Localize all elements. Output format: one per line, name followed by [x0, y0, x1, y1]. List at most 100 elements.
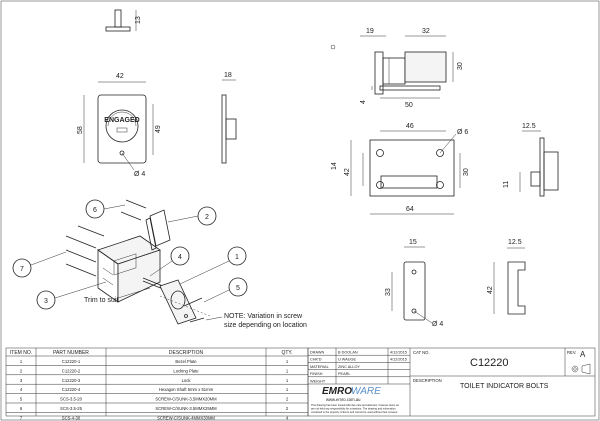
note-line-2: size depending on location	[224, 322, 307, 329]
bom-cell: 7	[20, 415, 23, 420]
bom-cell: 4	[20, 387, 23, 392]
dim-30-lock: 30	[463, 168, 470, 176]
balloon-2: 2	[167, 206, 217, 226]
drawing-title: TOILET INDICATOR BOLTS	[460, 383, 549, 390]
bom-cell: SCS-4-30	[62, 415, 81, 420]
assembly-bezel	[159, 279, 197, 325]
bom-cell: Hexagon Shaft 5mm x 51mm	[159, 387, 214, 392]
balloon-4: 4	[149, 246, 190, 277]
dim-15: 15	[409, 239, 417, 246]
bezel-window	[105, 109, 139, 143]
bom-cell: Locking Plate	[173, 368, 199, 373]
view-lock-front: 46 Ø 6 42 14 30 64	[331, 123, 470, 215]
title-block-meta: B DOOLAN	[338, 351, 358, 355]
bezel-plate	[97, 94, 147, 164]
svg-text:EMRO: EMRO	[322, 386, 352, 397]
bom-cell: 1	[286, 387, 289, 392]
rev-value: A	[580, 350, 586, 359]
dim-30-top: 30	[457, 62, 464, 70]
bom-cell: 3	[20, 378, 23, 383]
bom-cell: 5	[20, 397, 23, 402]
balloon-5: 5	[203, 277, 248, 303]
bom-cell: C12220-4	[62, 387, 81, 392]
dim-64: 64	[406, 206, 414, 213]
drawing-number: C12220	[470, 357, 509, 369]
bom-cell: 2	[20, 368, 23, 373]
dim-13: 13	[135, 16, 142, 24]
cat-no-label: CAT NO.	[413, 350, 430, 355]
dim-50: 50	[405, 102, 413, 109]
dim-12-5-bot: 12.5	[508, 239, 522, 246]
dim-46: 46	[406, 123, 414, 130]
svg-text:6: 6	[93, 207, 97, 214]
exploded-assembly	[65, 199, 211, 325]
bom-cell: SCREW-C/SUNK-4MMX30MM	[157, 415, 215, 420]
svg-text:1: 1	[235, 254, 239, 261]
dim-18: 18	[224, 72, 232, 79]
title-block-meta: CHK'D	[310, 358, 322, 362]
title-block-meta: 4/12/2015	[390, 358, 407, 362]
dim-42-plate: 42	[487, 286, 494, 294]
bezel-hole	[119, 150, 125, 156]
bom-cell: 1	[20, 359, 23, 364]
balloon-1: 1	[179, 246, 247, 285]
bom-cell: Bezel Plate	[175, 359, 197, 364]
brand-logo: EMRO WARE	[322, 386, 381, 397]
bom-cell: 2	[286, 406, 289, 411]
bom-cell: SCREW-C/SUNK-3.5MMX20MM	[155, 397, 217, 402]
svg-text:WARE: WARE	[351, 386, 381, 397]
view-bezel-side: 18	[221, 72, 237, 164]
view-lock-side: 12.5 11	[503, 123, 559, 197]
balloon-7: 7	[12, 251, 67, 278]
description-label: DESCRIPTION	[413, 378, 442, 383]
locking-plate	[403, 261, 426, 321]
title-block-meta: PEARL	[338, 372, 350, 376]
bom-cell: C12220-2	[62, 368, 81, 373]
dim-dia4-bezel: Ø 4	[134, 171, 145, 178]
title-block-meta: ZINC ALLOY	[338, 365, 360, 369]
bom-rows: 1 C12220-1 Bezel Plate 1 2 C12220-2 Locking Pl…	[20, 359, 289, 420]
dim-33: 33	[385, 288, 392, 296]
svg-text:7: 7	[20, 266, 24, 273]
engaged-label: ENGAGED	[104, 117, 139, 124]
lock-body	[369, 139, 455, 197]
bom-header-item: ITEM NO.	[10, 350, 32, 356]
projection-symbol-icon	[571, 363, 591, 375]
screw-group	[65, 199, 205, 323]
brand-website: www.emro.com.au	[326, 397, 361, 402]
bom-cell: 1	[286, 359, 289, 364]
bom-cell: SCREW-C/SUNK-3.5MMX25MM	[155, 406, 217, 411]
dim-4: 4	[360, 100, 367, 104]
dim-19: 19	[366, 28, 374, 35]
dim-14: 14	[331, 162, 338, 170]
bom-cell: C12220-1	[62, 359, 81, 364]
dim-12-5-top: 12.5	[522, 123, 536, 130]
trim-note: Trim to suit	[84, 297, 118, 304]
title-block-meta: WEIGHT	[310, 379, 326, 383]
bom-header-desc: DESCRIPTION	[169, 350, 204, 356]
dim-11: 11	[503, 181, 510, 188]
dim-42-bezel: 42	[116, 73, 124, 80]
dim-49: 49	[155, 125, 162, 133]
dim-32: 32	[422, 28, 430, 35]
dim-58: 58	[77, 126, 84, 134]
title-block-meta: MATERIAL	[310, 365, 329, 369]
bom-cell: SCS-3.5-25	[60, 406, 83, 411]
view-knob-top: 13	[105, 9, 142, 32]
bom-header-part: PART NUMBER	[53, 350, 89, 356]
dim-dia4-plate: Ø 4	[432, 321, 443, 328]
bom-cell: 1	[286, 368, 289, 373]
bom-cell: 1	[286, 378, 289, 383]
bom-header-qty: QTY.	[281, 350, 292, 356]
svg-text:3: 3	[44, 298, 48, 305]
svg-text:2: 2	[205, 214, 209, 221]
svg-text:5: 5	[236, 285, 240, 292]
title-block-meta: U WAUGE	[338, 358, 356, 362]
view-bezel-front: 42 ENGAGED 58 49 Ø 4	[77, 73, 162, 178]
bom-cell: 6	[20, 406, 23, 411]
